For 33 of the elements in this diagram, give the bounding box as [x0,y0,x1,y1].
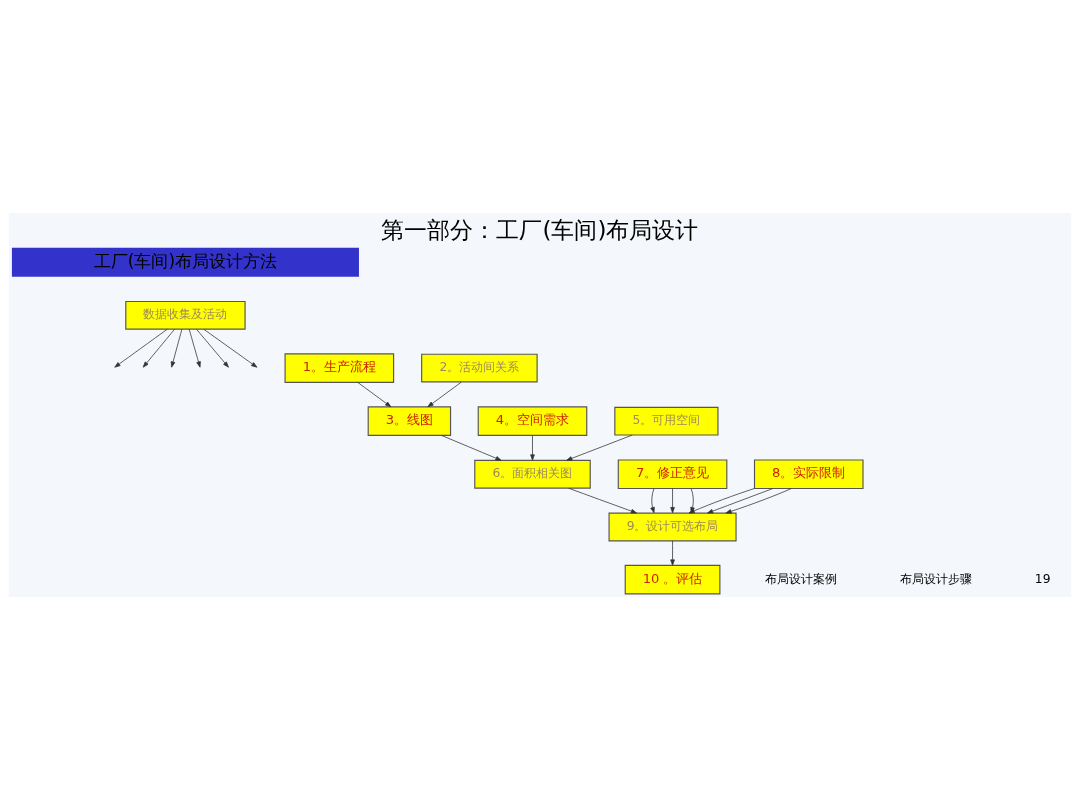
arrow [670,488,675,514]
node-box: 3。线图 [367,406,452,436]
arrow [142,328,175,368]
arrow [427,381,462,408]
arrow [568,487,637,514]
arrow [188,328,201,368]
node-box: 6。面积相关图 [474,459,591,489]
node-box: 2。活动间关系 [421,353,538,383]
arrow [725,488,792,514]
node-box: 5。可用空间 [614,406,719,436]
node-box: 4。空间需求 [477,406,588,436]
node-box: 7。修正意见 [617,459,728,490]
node-box: 10 。评估 [624,564,721,595]
arrow [357,382,392,408]
node-box: 1。生产流程 [284,353,395,383]
arrow [566,434,633,461]
diagram-title: 第一部分：工厂(车间)布局设计 [381,216,699,243]
arrow [670,540,675,566]
arrow [441,435,502,461]
arrow [530,435,535,461]
arrow [707,488,773,514]
node-box: 9。设计可选布局 [608,512,737,542]
arrow [170,328,183,368]
label: 布局设计案例 [765,571,838,586]
label: 布局设计步骤 [899,571,972,586]
arrow [196,328,229,368]
label: 工厂(车间)布局设计方法 [93,250,278,271]
label: 19 [1034,571,1051,586]
arrow [114,328,168,368]
node-box: 8。实际限制 [753,459,864,490]
node-box: 数据收集及活动 [125,300,246,330]
arrow [650,488,655,514]
arrow [203,328,258,368]
